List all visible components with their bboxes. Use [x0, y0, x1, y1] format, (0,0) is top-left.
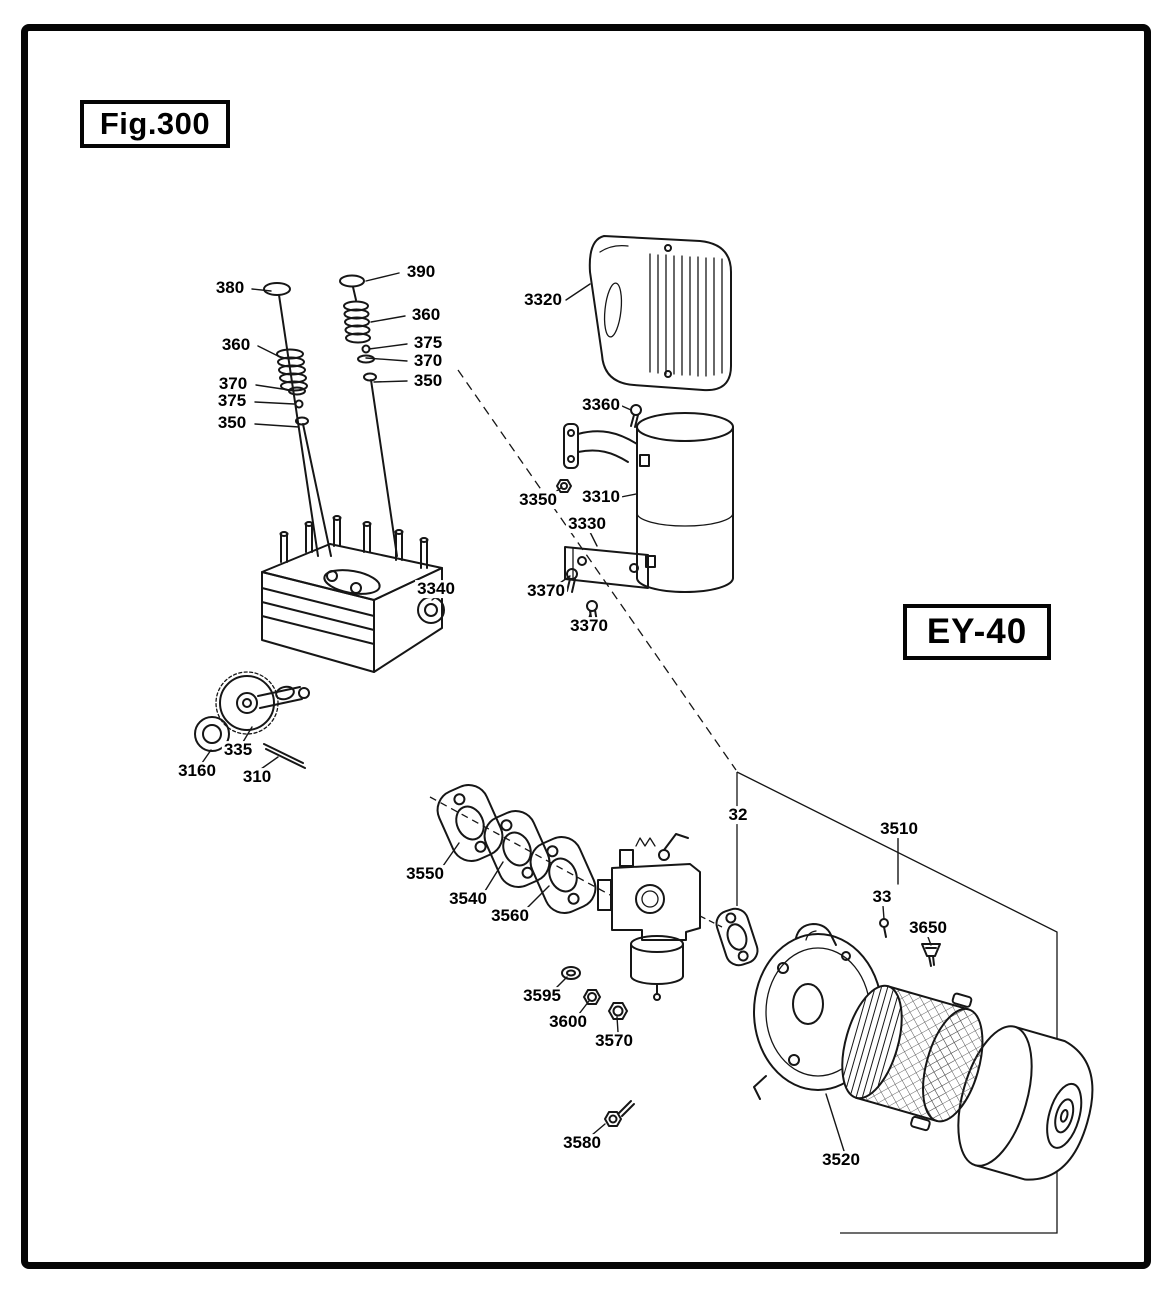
part-label-3570: 3570: [593, 1031, 635, 1051]
part-label-375-right: 375: [411, 333, 445, 353]
figure-number-box: Fig.300: [80, 100, 230, 148]
figure-number-text: Fig.300: [99, 106, 211, 141]
part-label-390: 390: [404, 262, 438, 282]
bolt-3370-left: [566, 568, 578, 593]
screw-3650: [921, 943, 941, 967]
part-label-3600: 3600: [547, 1012, 589, 1032]
part-label-3340: 3340: [415, 579, 457, 599]
carburetor: [597, 833, 701, 1001]
part-label-33: 33: [870, 887, 894, 907]
part-label-3350: 3350: [517, 490, 559, 510]
gasket-32: [715, 907, 759, 967]
muffler-body: [636, 412, 734, 593]
part-label-3540: 3540: [447, 889, 489, 909]
washer-3595: [561, 966, 581, 980]
valve-right-group: [339, 274, 398, 557]
part-label-3310: 3310: [580, 487, 622, 507]
part-label-3650: 3650: [907, 918, 949, 938]
part-label-32: 32: [726, 805, 750, 825]
cylinder-head: [261, 515, 445, 673]
muffler-bracket: [564, 546, 649, 589]
part-label-370-left: 370: [216, 374, 250, 394]
exhaust-pipe: [556, 423, 638, 493]
part-label-3520: 3520: [820, 1150, 862, 1170]
washer-3600: [582, 989, 602, 1005]
air-cleaner-backplate: [753, 923, 883, 1100]
part-label-335: 335: [221, 740, 255, 760]
part-label-3320: 3320: [522, 290, 564, 310]
part-label-360-left: 360: [219, 335, 253, 355]
gasket-3560: [529, 836, 597, 914]
bolt-33: [879, 918, 889, 938]
part-label-3330: 3330: [566, 514, 608, 534]
bolt-3580: [604, 1100, 635, 1127]
part-label-3595: 3595: [521, 986, 563, 1006]
nut-3570: [607, 1002, 629, 1020]
part-label-370-right: 370: [411, 351, 445, 371]
gasket-3540: [483, 810, 551, 888]
leader-lines: [201, 272, 932, 1152]
part-label-360-right: 360: [409, 305, 443, 325]
part-label-3370-left: 3370: [525, 581, 567, 601]
part-label-3580: 3580: [561, 1133, 603, 1153]
part-label-375-left: 375: [215, 391, 249, 411]
part-label-3550: 3550: [404, 864, 446, 884]
part-label-380: 380: [213, 278, 247, 298]
valve-left-group: [263, 282, 332, 557]
part-label-3160: 3160: [176, 761, 218, 781]
part-label-3370-bottom: 3370: [568, 616, 610, 636]
part-label-3560: 3560: [489, 906, 531, 926]
part-label-350-right: 350: [411, 371, 445, 391]
muffler-cover: [588, 235, 732, 392]
camshaft-gear-group: [194, 671, 310, 769]
filter-element: [841, 984, 984, 1132]
part-label-3510: 3510: [878, 819, 920, 839]
part-label-310: 310: [240, 767, 274, 787]
gasket-3550: [436, 784, 504, 862]
model-number-box: EY-40: [903, 604, 1051, 660]
part-label-350-left: 350: [215, 413, 249, 433]
part-label-3360: 3360: [580, 395, 622, 415]
model-number-text: EY-40: [926, 612, 1028, 651]
